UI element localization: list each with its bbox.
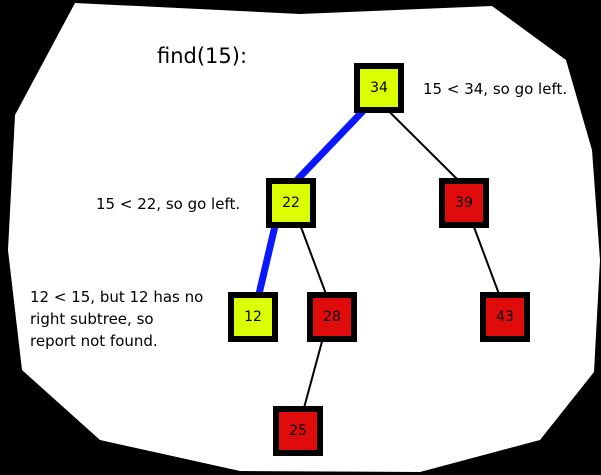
node-label: 34 — [370, 80, 388, 96]
node-39: 39 — [439, 178, 489, 228]
edge-22-12 — [255, 225, 279, 295]
node-label: 39 — [455, 195, 473, 211]
node-12: 12 — [228, 292, 278, 342]
node-34: 34 — [354, 63, 404, 113]
diagram-title: find(15): — [157, 44, 248, 68]
node-25: 25 — [273, 406, 323, 456]
node-label: 28 — [323, 309, 341, 325]
edge-22-28 — [299, 225, 327, 295]
annotation-line: report not found. — [30, 332, 158, 350]
node-label: 43 — [496, 309, 514, 325]
node-label: 12 — [244, 309, 262, 325]
edge-34-22 — [294, 108, 366, 183]
edge-28-25 — [303, 339, 324, 409]
second-step-annotation: 15 < 22, so go left. — [96, 195, 241, 213]
edge-39-43 — [472, 225, 500, 295]
edge-34-39 — [387, 110, 459, 181]
final-step-annotation: 12 < 15, but 12 has no right subtree, so… — [30, 286, 203, 352]
annotation-line: 12 < 15, but 12 has no — [30, 288, 204, 306]
node-22: 22 — [266, 178, 316, 228]
annotation-line: right subtree, so — [30, 310, 154, 328]
node-28: 28 — [307, 292, 357, 342]
node-43: 43 — [480, 292, 530, 342]
tree-edges — [255, 108, 500, 409]
node-label: 22 — [282, 195, 300, 211]
node-label: 25 — [289, 423, 307, 439]
root-step-annotation: 15 < 34, so go left. — [423, 80, 568, 98]
